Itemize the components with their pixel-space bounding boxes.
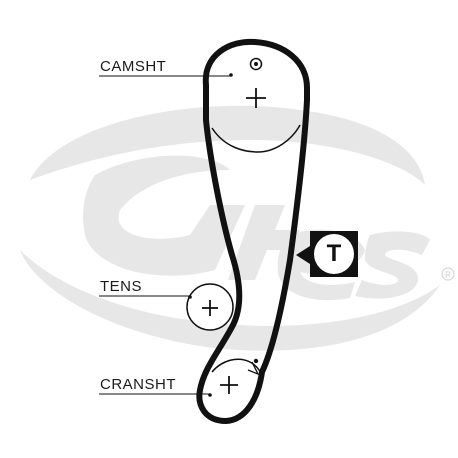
- crankshaft-timing-arrow: [247, 361, 260, 376]
- crankshaft-label: CRANSHT: [100, 376, 177, 393]
- tension-badge-letter: T: [314, 234, 354, 274]
- camshaft-label: CAMSHT: [100, 58, 167, 75]
- camshaft-pulley-arc: [211, 124, 301, 153]
- svg-text:R: R: [445, 271, 451, 280]
- tension-badge: T: [310, 231, 358, 277]
- camshaft-plus-icon: [246, 88, 266, 108]
- crankshaft-plus-icon: [220, 376, 238, 394]
- crankshaft-timing-dot: [253, 358, 259, 364]
- tensioner-plus-icon: [202, 300, 218, 316]
- badge-pointer-arrow: [296, 246, 310, 264]
- dot-circle-icon: [249, 57, 263, 71]
- timing-belt: [196, 38, 310, 424]
- crankshaft-pulley-arc: [211, 358, 263, 379]
- tensioner-label: TENS: [100, 278, 143, 295]
